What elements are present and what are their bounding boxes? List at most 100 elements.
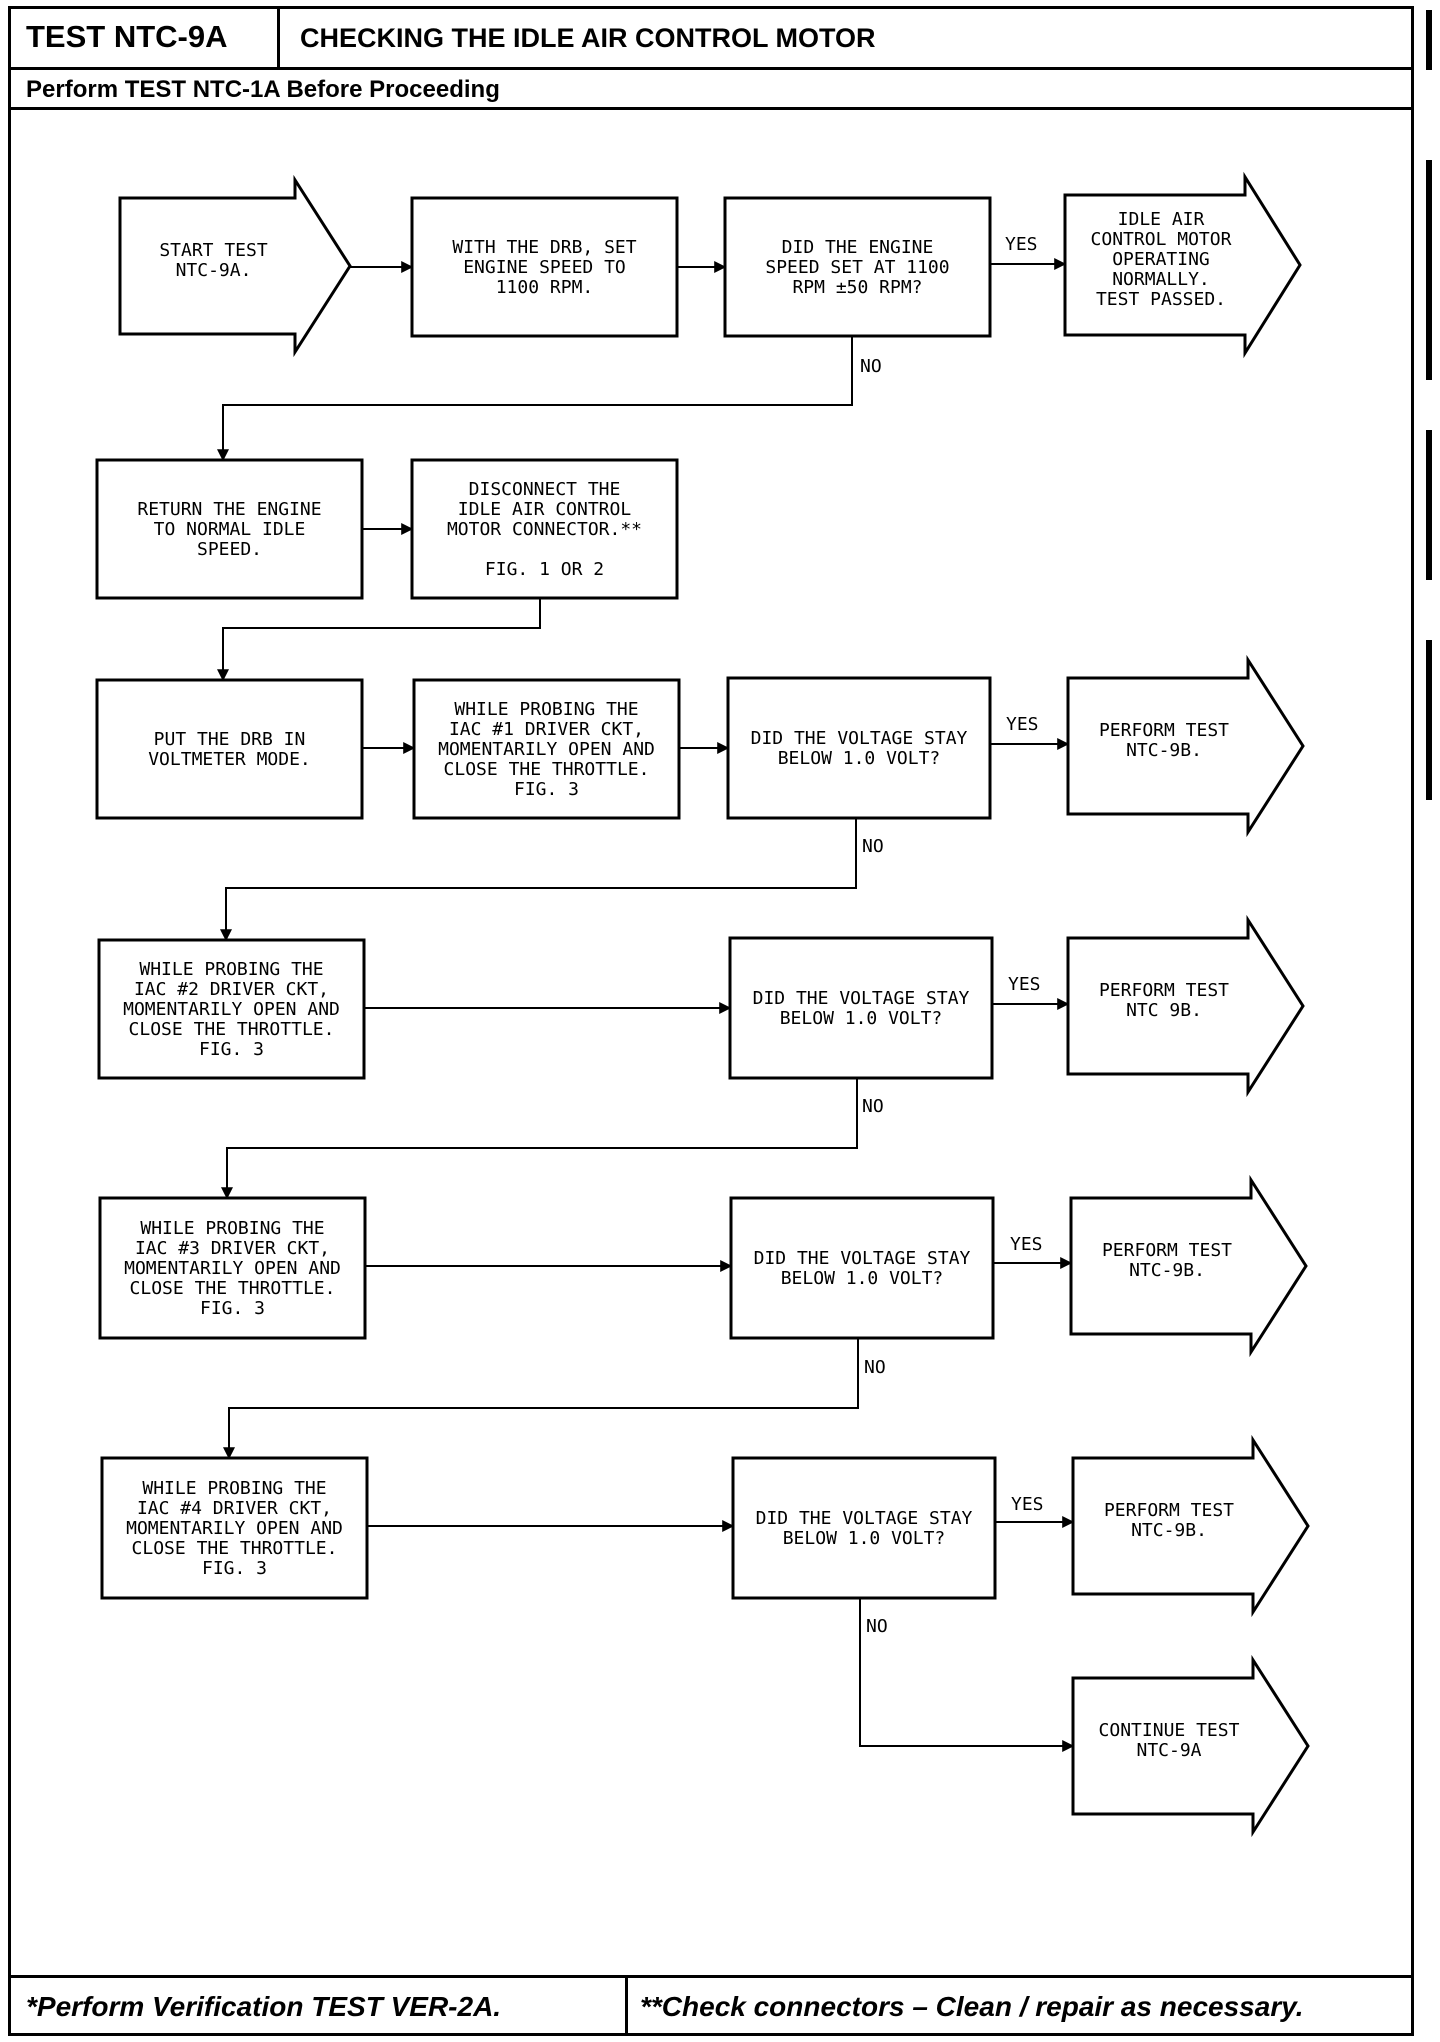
result-iac1-terminal	[1066, 654, 1305, 838]
test-passed-terminal-text: IDLE AIR	[1118, 209, 1205, 230]
result-iac3-terminal	[1069, 1174, 1308, 1358]
probe-iac1-step	[412, 678, 681, 820]
no-label: NO	[862, 1096, 884, 1117]
probe-iac2-step-text: CLOSE THE THROTTLE.	[129, 1019, 335, 1040]
yes-label: YES	[1005, 234, 1038, 255]
start-terminal-text: START TEST	[159, 240, 268, 261]
no-label: NO	[866, 1616, 888, 1637]
test-passed-terminal-text: TEST PASSED.	[1096, 289, 1226, 310]
speed-decision-text: DID THE ENGINE	[782, 237, 934, 258]
probe-iac4-step-text: FIG. 3	[202, 1558, 267, 1579]
probe-iac1-step-text: IAC #1 DRIVER CKT,	[449, 719, 644, 740]
disconnect-step-text: FIG. 1 OR 2	[485, 559, 604, 580]
iac3-decision-text: BELOW 1.0 VOLT?	[781, 1268, 944, 1289]
continue-terminal-text: NTC-9A	[1136, 1740, 1201, 1761]
header-row: TEST NTC-9A CHECKING THE IDLE AIR CONTRO…	[8, 6, 1414, 70]
probe-iac3-step	[98, 1196, 367, 1340]
result-iac3-terminal-text: NTC-9B.	[1129, 1260, 1205, 1281]
flow-connector	[859, 1598, 1075, 1752]
result-iac4-terminal-text: PERFORM TEST	[1104, 1500, 1234, 1521]
probe-iac1-step-text: WHILE PROBING THE	[454, 699, 638, 720]
iac2-decision-text: DID THE VOLTAGE STAY	[753, 988, 970, 1009]
start-terminal-text: NTC-9A.	[176, 260, 252, 281]
flow-connector	[221, 1078, 858, 1200]
yes-label: YES	[1008, 974, 1041, 995]
start-terminal	[118, 174, 352, 358]
disconnect-step	[410, 458, 679, 600]
yes-label: YES	[1006, 714, 1039, 735]
iac1-decision-text: DID THE VOLTAGE STAY	[751, 728, 968, 749]
probe-iac3-step-text: MOMENTARILY OPEN AND	[124, 1258, 341, 1279]
voltmeter-step-text: PUT THE DRB IN	[154, 729, 306, 750]
yes-label: YES	[1010, 1234, 1043, 1255]
voltmeter-step-text: VOLTMETER MODE.	[148, 749, 311, 770]
probe-iac4-step-text: MOMENTARILY OPEN AND	[126, 1518, 343, 1539]
edge-mark	[1426, 430, 1432, 580]
iac1-decision-text: BELOW 1.0 VOLT?	[778, 748, 941, 769]
return-idle-step	[95, 458, 364, 600]
result-iac4-terminal-text: NTC-9B.	[1131, 1520, 1207, 1541]
result-iac2-terminal-text: NTC 9B.	[1126, 1000, 1202, 1021]
probe-iac4-step-text: IAC #4 DRIVER CKT,	[137, 1498, 332, 1519]
iac4-decision	[731, 1456, 997, 1600]
no-label: NO	[862, 836, 884, 857]
probe-iac2-step-text: MOMENTARILY OPEN AND	[123, 999, 340, 1020]
probe-iac1-step-text: CLOSE THE THROTTLE.	[444, 759, 650, 780]
probe-iac2-step-text: FIG. 3	[199, 1039, 264, 1060]
flow-connector	[223, 1338, 859, 1460]
page-frame	[8, 6, 1414, 2036]
return-idle-step-text: TO NORMAL IDLE	[154, 519, 306, 540]
prerequisite-note: Perform TEST NTC-1A Before Proceeding	[8, 70, 1414, 110]
footer: *Perform Verification TEST VER-2A. **Che…	[8, 1975, 1414, 2036]
continue-terminal-text: CONTINUE TEST	[1099, 1720, 1240, 1741]
no-label: NO	[860, 356, 882, 377]
iac4-decision-text: BELOW 1.0 VOLT?	[783, 1528, 946, 1549]
set-speed-step-text: 1100 RPM.	[496, 277, 594, 298]
set-speed-step-text: ENGINE SPEED TO	[463, 257, 626, 278]
return-idle-step-text: SPEED.	[197, 539, 262, 560]
probe-iac4-step-text: CLOSE THE THROTTLE.	[132, 1538, 338, 1559]
disconnect-step-text: DISCONNECT THE	[469, 479, 621, 500]
test-passed-terminal-text: CONTROL MOTOR	[1091, 229, 1232, 250]
return-idle-step-text: RETURN THE ENGINE	[137, 499, 321, 520]
edge-mark	[1426, 10, 1432, 70]
disconnect-step-text: MOTOR CONNECTOR.**	[447, 519, 642, 540]
no-label: NO	[864, 1357, 886, 1378]
speed-decision-text: RPM ±50 RPM?	[792, 277, 922, 298]
result-iac4-terminal	[1071, 1434, 1310, 1618]
probe-iac4-step-text: WHILE PROBING THE	[142, 1478, 326, 1499]
iac3-decision-text: DID THE VOLTAGE STAY	[754, 1248, 971, 1269]
speed-decision	[723, 196, 992, 338]
edge-mark	[1426, 160, 1432, 380]
iac2-decision-text: BELOW 1.0 VOLT?	[780, 1008, 943, 1029]
test-id: TEST NTC-9A	[8, 6, 280, 67]
result-iac2-terminal	[1066, 914, 1305, 1098]
test-passed-terminal-text: OPERATING	[1112, 249, 1210, 270]
probe-iac3-step-text: WHILE PROBING THE	[140, 1218, 324, 1239]
flow-connector	[220, 818, 857, 942]
probe-iac2-step-text: IAC #2 DRIVER CKT,	[134, 979, 329, 1000]
disconnect-step-text: IDLE AIR CONTROL	[458, 499, 632, 520]
yes-label: YES	[1011, 1494, 1044, 1515]
iac4-decision-text: DID THE VOLTAGE STAY	[756, 1508, 973, 1529]
probe-iac1-step-text: FIG. 3	[514, 779, 579, 800]
flow-connector	[217, 336, 853, 462]
probe-iac3-step-text: CLOSE THE THROTTLE.	[130, 1278, 336, 1299]
footer-note-connectors: **Check connectors – Clean / repair as n…	[640, 1991, 1304, 2022]
speed-decision-text: SPEED SET AT 1100	[765, 257, 949, 278]
result-iac2-terminal-text: PERFORM TEST	[1099, 980, 1229, 1001]
edge-mark	[1426, 640, 1432, 800]
page-edge-marks	[1424, 0, 1440, 2042]
continue-terminal	[1071, 1654, 1310, 1838]
probe-iac4-step	[100, 1456, 369, 1600]
set-speed-step	[410, 196, 679, 338]
footer-note-verification: *Perform Verification TEST VER-2A.	[8, 1978, 628, 2036]
test-passed-terminal-text: NORMALLY.	[1112, 269, 1210, 290]
probe-iac3-step-text: FIG. 3	[200, 1298, 265, 1319]
probe-iac3-step-text: IAC #3 DRIVER CKT,	[135, 1238, 330, 1259]
result-iac3-terminal-text: PERFORM TEST	[1102, 1240, 1232, 1261]
test-title: CHECKING THE IDLE AIR CONTROL MOTOR	[300, 23, 876, 53]
result-iac1-terminal-text: PERFORM TEST	[1099, 720, 1229, 741]
set-speed-step-text: WITH THE DRB, SET	[452, 237, 636, 258]
